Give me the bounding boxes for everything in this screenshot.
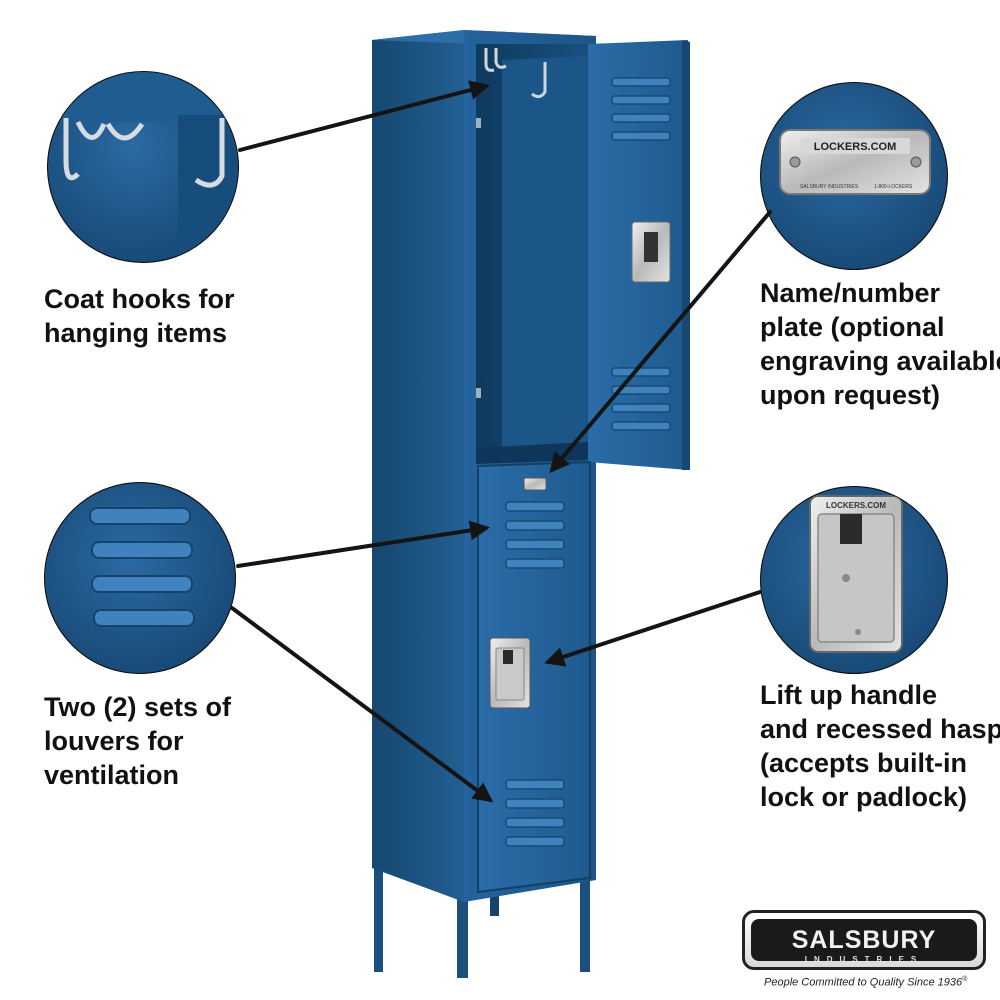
hooks-detail-circle [47,71,239,263]
lower-door-hasp-lift [503,650,513,664]
caption-line: ventilation [44,760,180,790]
upper-door-latch-handle [644,232,658,262]
handle-detail-circle: LOCKERS.COM [760,486,948,674]
hook-detail [194,118,225,188]
caption-name-plate: Name/number plate (optional engraving av… [760,276,1000,412]
lower-door-louvers-top [505,501,565,569]
caption-line: (accepts built-in [760,748,968,778]
locker-leg [457,892,468,978]
locker-leg [580,878,590,972]
caption-louvers: Two (2) sets of louvers for ventilation [44,690,231,792]
salsbury-logo: SALSBURY INDUSTRIES People Committed to … [742,910,990,992]
shelf-clip [476,388,481,398]
caption-line: upon request) [760,380,940,410]
logo-badge: SALSBURY INDUSTRIES [742,910,986,970]
coat-hook [531,62,547,99]
coat-hook [484,48,495,72]
caption-line: engraving available [760,346,1000,376]
caption-line: and recessed hasp [760,714,1000,744]
caption-line: Name/number [760,278,941,308]
arrow-to-louvers-bottom [230,606,494,803]
logo-badge-inner: SALSBURY INDUSTRIES [751,919,977,964]
lower-door-number-plate [523,477,547,491]
logo-name: SALSBURY [791,926,937,954]
lower-door-louvers-bottom [505,779,565,847]
louvers-detail-circle [44,482,236,674]
caption-line: lock or padlock) [760,782,968,812]
locker-leg [490,890,499,916]
registered-mark: ® [962,976,968,983]
plate-brand-text: LOCKERS.COM [814,141,897,153]
plate-small-left-text: SALSBURY INDUSTRIES [800,184,859,190]
plate-detail-circle: LOCKERS.COM SALSBURY INDUSTRIES 1-800-LO… [760,82,948,270]
upper-door-louvers-bottom [611,367,671,431]
upper-compartment-back [502,56,586,448]
arrow-to-louvers-top [236,520,490,568]
hook-detail [105,122,145,141]
caption-handle-hasp: Lift up handle and recessed hasp (accept… [760,678,1000,814]
shelf-clip [476,118,481,128]
locker-side-panel [372,30,464,902]
caption-line: Lift up handle [760,680,937,710]
logo-tagline: People Committed to Quality Since 1936® [764,976,967,989]
locker [372,30,690,978]
pointer-arrows [230,80,772,803]
plate-small-right-text: 1-800-LOCKERS [874,184,913,190]
upper-door-edge [682,40,690,470]
arrow-to-hasp [544,590,762,667]
locker-leg [374,864,383,972]
caption-line: hanging items [44,318,228,348]
caption-line: louvers for [44,726,184,756]
plate-screw [789,156,801,168]
caption-line: plate (optional [760,312,945,342]
hook-detail [75,120,107,140]
logo-subtitle: INDUSTRIES [804,955,924,964]
caption-line: Coat hooks for [44,284,235,314]
logo-tagline-text: People Committed to Quality Since 1936 [764,976,963,989]
upper-door-louvers-top [611,77,671,141]
arrow-to-hooks [238,80,490,152]
plate-screw [910,156,922,168]
arrow-to-plate [549,210,772,474]
caption-coat-hooks: Coat hooks for hanging items [44,282,235,350]
hasp-brand-text: LOCKERS.COM [826,501,886,510]
hasp-lift-handle [840,514,862,544]
coat-hook [494,48,507,69]
caption-line: Two (2) sets of [44,692,232,722]
hook-detail [63,118,80,181]
